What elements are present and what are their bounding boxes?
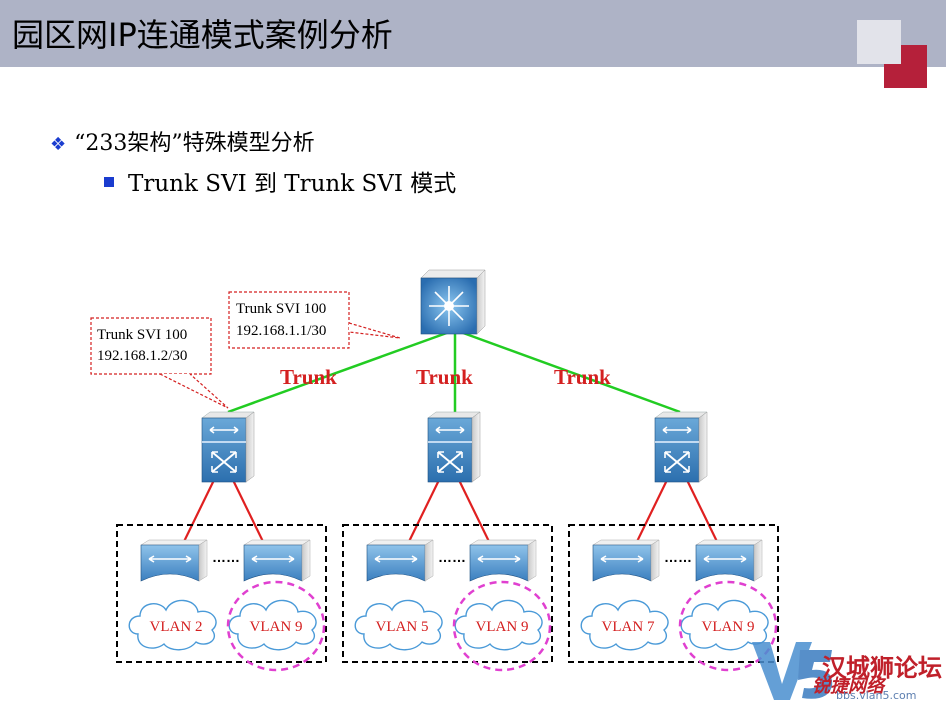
square-bullet-icon (104, 177, 114, 187)
vlan-group-box-1 (116, 524, 327, 663)
watermark-cn-line1: 汉城狮论坛 (822, 654, 942, 682)
trunk-link-left (227, 328, 456, 414)
vlan-label-group2-a: VLAN 5 (376, 619, 429, 635)
distribution-switch-center-icon (427, 411, 481, 483)
title-bar (0, 0, 946, 67)
access-switch-1a-icon (140, 539, 208, 582)
trunk-label-right: Trunk (554, 365, 611, 389)
access-switch-3a-icon (592, 539, 660, 582)
vlan-label-group1-a: VLAN 2 (150, 619, 203, 635)
access-switch-3b-icon (695, 539, 763, 582)
watermark: 汉城狮论坛 锐捷网络 bbs.vlan5.com (752, 642, 942, 702)
callout-core-line1: Trunk SVI 100 (236, 301, 326, 317)
trunk-link-right (454, 328, 681, 414)
watermark-url: bbs.vlan5.com (836, 689, 916, 702)
callout-distribution: Trunk SVI 100 192.168.1.2/30 (90, 317, 229, 409)
access-switch-2a-icon (366, 539, 434, 582)
vlan-label-group2-b: VLAN 9 (476, 619, 529, 635)
callout-core: Trunk SVI 100 192.168.1.1/30 (228, 291, 401, 349)
distribution-switch-left-icon (201, 411, 255, 483)
vlan-label-group3-a: VLAN 7 (602, 619, 655, 635)
title-decoration-light (857, 20, 901, 64)
vlan-group-box-3 (568, 524, 779, 663)
highlight-circle-vlan9-group1 (226, 580, 326, 672)
callout-distribution-line1: Trunk SVI 100 (97, 327, 187, 343)
diamond-bullet-icon: ❖ (50, 134, 67, 155)
bullet-level1: ❖ “233架构”特殊模型分析 (50, 125, 315, 157)
trunk-label-center: Trunk (416, 365, 473, 389)
highlight-circle-vlan9-group2 (452, 580, 552, 672)
callout-distribution-line2: 192.168.1.2/30 (97, 348, 187, 364)
access-switch-1b-icon (243, 539, 311, 582)
bullet-level2-text: Trunk SVI 到 Trunk SVI 模式 (128, 171, 457, 197)
bullet-level1-text: “233架构”特殊模型分析 (74, 131, 315, 156)
ellipsis-group-1: …… (212, 549, 240, 565)
ellipsis-group-2: …… (438, 549, 466, 565)
highlight-circle-vlan9-group3 (678, 580, 778, 672)
core-switch-icon (420, 269, 486, 335)
bullet-level2: Trunk SVI 到 Trunk SVI 模式 (104, 164, 456, 198)
vlan-label-group3-b: VLAN 9 (702, 619, 755, 635)
watermark-logo (752, 642, 833, 700)
vlan-label-group1-b: VLAN 9 (250, 619, 303, 635)
ellipsis-group-3: …… (664, 549, 692, 565)
vlan-group-box-2 (342, 524, 553, 663)
trunk-label-left: Trunk (280, 365, 337, 389)
slide-title: 园区网IP连通模式案例分析 (12, 16, 393, 54)
callout-core-line2: 192.168.1.1/30 (236, 323, 326, 339)
access-switch-2b-icon (469, 539, 537, 582)
distribution-switch-right-icon (654, 411, 708, 483)
watermark-cn-line2: 锐捷网络 (812, 676, 887, 697)
